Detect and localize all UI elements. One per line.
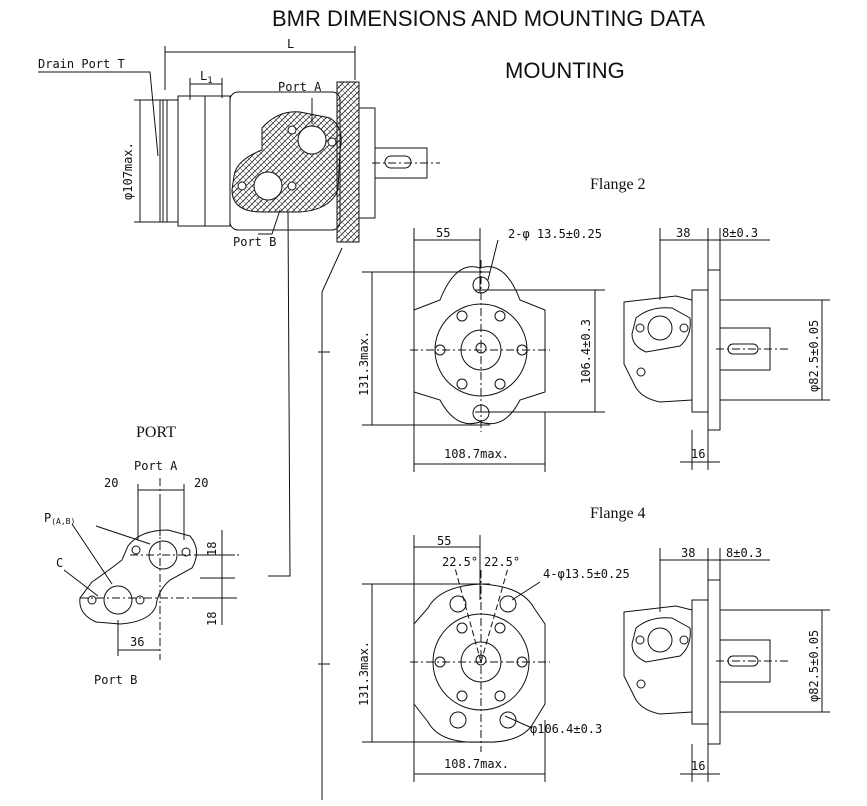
flange4-dim-16: 16: [691, 759, 705, 773]
dim-36: 36: [130, 635, 144, 649]
flange2-dim-8: 8±0.3: [722, 226, 758, 240]
port-title: PORT: [136, 424, 176, 441]
dim-20-left: 20: [104, 476, 118, 490]
flange4-hole-label: 4-φ13.5±0.25: [543, 567, 630, 581]
flange4-dim-8: 8±0.3: [726, 546, 762, 560]
flange2-width-label: 108.7max.: [444, 447, 509, 461]
flange2-title: Flange 2: [590, 176, 646, 193]
flange4-bolt-label: φ106.4±0.3: [530, 722, 602, 736]
flange2-dim-38: 38: [676, 226, 690, 240]
dim-18-bottom: 18: [205, 612, 219, 626]
flange4-angle-right: 22.5°: [484, 555, 520, 569]
flange2-side-view: [623, 228, 830, 470]
dim-20-right: 20: [194, 476, 208, 490]
flange4-height-label: 131.3max.: [357, 641, 371, 706]
flange4-dim-55: 55: [437, 534, 451, 548]
page-title: BMR DIMENSIONS AND MOUNTING DATA: [271, 6, 706, 31]
motor-side-view: [38, 46, 440, 800]
flange2-pilot-label: φ82.5±0.05: [807, 320, 821, 392]
l1-label: L1: [200, 69, 213, 86]
flange2-dim-16: 16: [691, 447, 705, 461]
length-label: L: [287, 37, 294, 51]
flange2-bolt-label: 106.4±0.3: [579, 319, 593, 384]
dim-18-top: 18: [205, 542, 219, 556]
p-ab-label: P(A,B): [44, 511, 75, 526]
flange4-width-label: 108.7max.: [444, 757, 509, 771]
flange4-title: Flange 4: [590, 505, 646, 522]
port-a-detail-label: Port A: [134, 459, 178, 473]
c-label: C: [56, 556, 63, 570]
flange2-front-view: [362, 228, 605, 472]
flange4-angle-left: 22.5°: [442, 555, 478, 569]
port-b-label: Port B: [233, 235, 276, 249]
drain-port-label: Drain Port T: [38, 57, 125, 71]
flange4-side-view: [623, 548, 830, 782]
port-b-detail-label: Port B: [94, 673, 137, 687]
port-a-label: Port A: [278, 80, 322, 94]
diameter-107-label: φ107max.: [121, 142, 135, 200]
mounting-heading: MOUNTING: [505, 58, 625, 83]
flange4-dim-38: 38: [681, 546, 695, 560]
flange2-dim-55: 55: [436, 226, 450, 240]
flange2-hole-label: 2-φ 13.5±0.25: [508, 227, 602, 241]
flange4-pilot-label: φ82.5±0.05: [807, 630, 821, 702]
flange4-front-view: [362, 535, 550, 782]
flange2-height-label: 131.3max.: [357, 331, 371, 396]
port-detail-drawing: [63, 478, 240, 660]
